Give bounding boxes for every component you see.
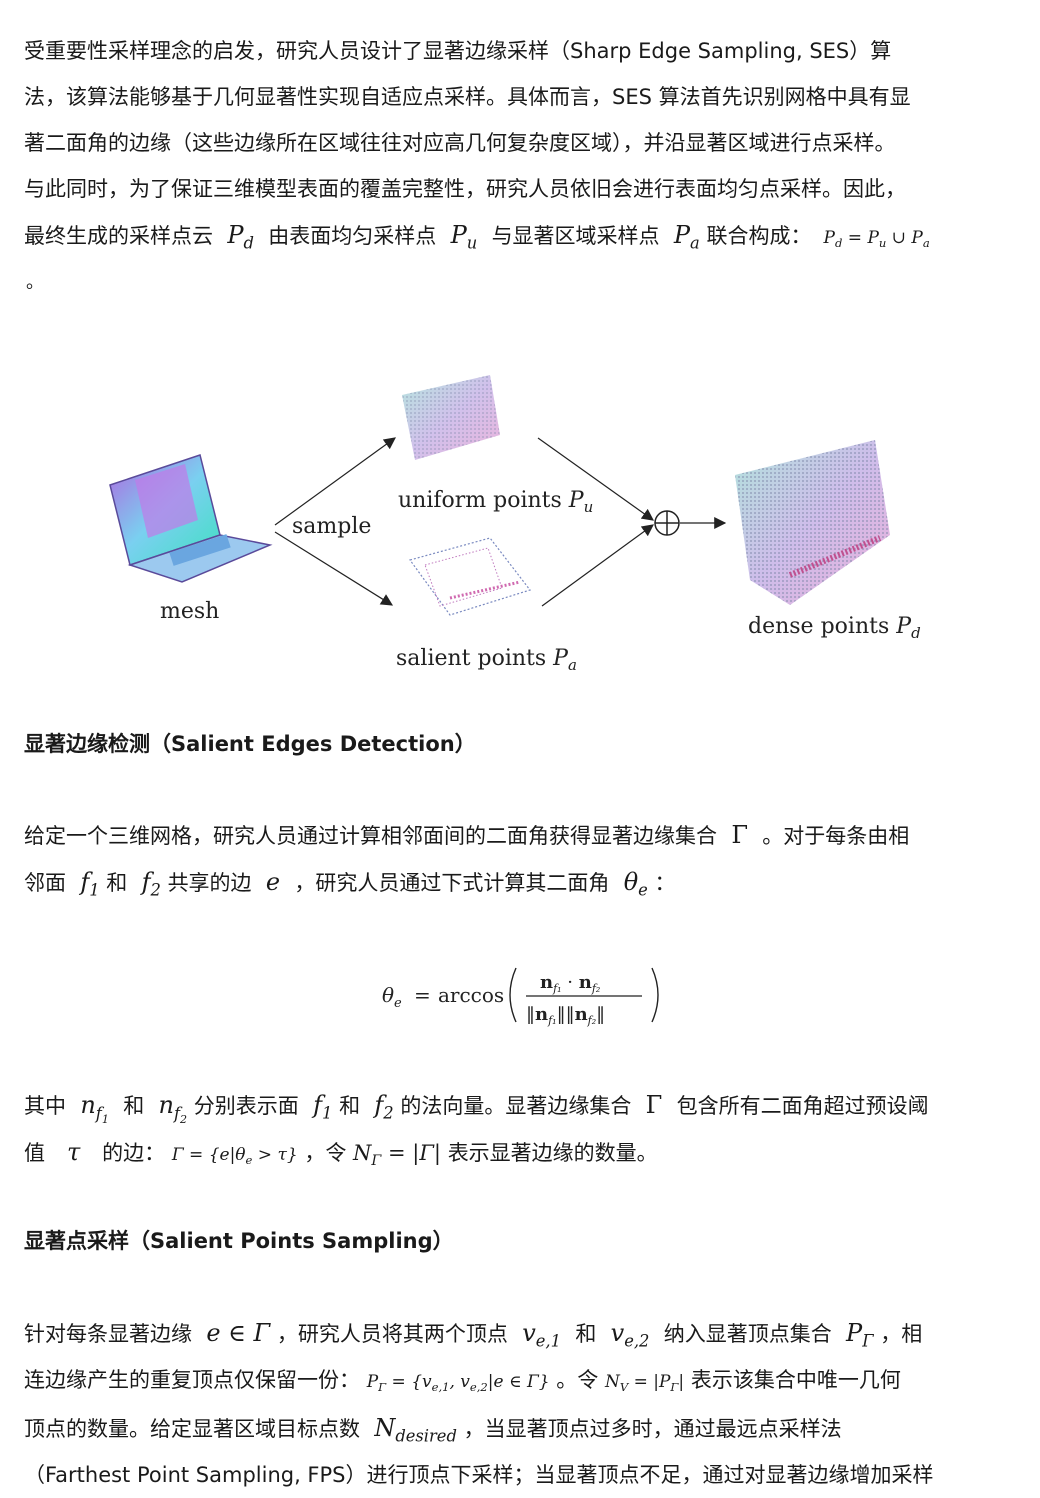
- normals-paragraph: 其中 nf1 和 nf2 分别表示面 f1 和 f2 的法向量。显著边缘集合 Γ…: [24, 1082, 1016, 1178]
- svg-text:‖nf₁‖‖nf₂‖: ‖nf₁‖‖nf₂‖: [526, 1004, 605, 1027]
- math-e: e: [258, 868, 288, 896]
- edges-paragraph: 给定一个三维网格，研究人员通过计算相邻面间的二面角获得显著边缘集合 Γ 。对于每…: [24, 812, 1016, 906]
- sampling-pipeline-figure: mesh sample uniform points Pu salient po…: [109, 375, 921, 674]
- intro-tail: 。: [26, 272, 44, 293]
- math-Pd: Pd: [219, 221, 254, 253]
- math-N-Gamma: NΓ = |Γ|: [353, 1141, 441, 1169]
- math-N-V: NV = |PΓ|: [604, 1372, 685, 1395]
- math-Gamma: Γ: [723, 821, 756, 849]
- math-Gamma-b: Γ: [638, 1091, 670, 1119]
- intro-line-1: 受重要性采样理念的启发，研究人员设计了显著边缘采样（Sharp Edge Sam…: [24, 39, 892, 63]
- math-Pa: Pa: [666, 221, 700, 253]
- points-line-1: 针对每条显著边缘 e ∈ Γ ，研究人员将其两个顶点 ve,1 和 ve,2 纳…: [24, 1319, 923, 1351]
- edges-line-1: 给定一个三维网格，研究人员通过计算相邻面间的二面角获得显著边缘集合 Γ 。对于每…: [24, 821, 910, 849]
- math-f1: f1: [72, 868, 100, 900]
- math-P-Gamma: PΓ: [838, 1319, 874, 1351]
- salient-points-icon: [409, 537, 532, 616]
- math-f1-b: f1: [305, 1091, 333, 1123]
- dihedral-angle-formula: θe = arccos nf₁ · nf₂ ‖nf₁‖‖nf₂‖: [382, 967, 659, 1027]
- intro-line-4: 与此同时，为了保证三维模型表面的覆盖完整性，研究人员依旧会进行表面均匀点采样。因…: [24, 177, 906, 201]
- math-Gamma-def: Γ = {e|θe > τ}: [171, 1145, 298, 1168]
- math-N-desired: Ndesired: [366, 1414, 457, 1446]
- normals-line-2: 值 τ 的边： Γ = {e|θe > τ} ，令 NΓ = |Γ| 表示显著边…: [24, 1138, 658, 1169]
- math-e-in-Gamma: e ∈ Γ: [198, 1319, 271, 1347]
- mesh-model-icon: [109, 454, 273, 583]
- math-union-formula: Pd = Pu ∪ Pa: [818, 228, 930, 251]
- math-v-e2: ve,2: [603, 1319, 650, 1351]
- intro-line-3: 著二面角的边缘（这些边缘所在区域往往对应高几何复杂度区域），并沿显著区域进行点采…: [24, 131, 896, 155]
- svg-text:θe: θe: [382, 983, 402, 1011]
- intro-paragraph: 受重要性采样理念的启发，研究人员设计了显著边缘采样（Sharp Edge Sam…: [24, 28, 1016, 261]
- svg-text:nf₁ · nf₂: nf₁ · nf₂: [540, 972, 600, 995]
- math-f2-b: f2: [366, 1091, 394, 1123]
- arrow-to-salient: [274, 531, 394, 606]
- math-n-f2: nf2: [150, 1091, 188, 1126]
- intro-line-5: 最终生成的采样点云 Pd 由表面均匀采样点 Pu 与显著区域采样点 Pa 联合构…: [24, 221, 930, 253]
- mesh-label: mesh: [160, 599, 219, 624]
- points-line-4: （Farthest Point Sampling, FPS）进行顶点下采样；当显…: [24, 1463, 934, 1487]
- salient-label: salient points Pa: [396, 646, 577, 674]
- arrow-salient-to-union: [541, 524, 654, 607]
- intro-line-2: 法，该算法能够基于几何显著性实现自适应点采样。具体而言，SES 算法首先识别网格…: [24, 85, 911, 109]
- math-theta-e: θe: [616, 868, 648, 900]
- math-v-e1: ve,1: [514, 1319, 561, 1351]
- points-paragraph: 针对每条显著边缘 e ∈ Γ ，研究人员将其两个顶点 ve,1 和 ve,2 纳…: [24, 1310, 1016, 1498]
- svg-text:=: =: [414, 983, 431, 1007]
- normals-line-1: 其中 nf1 和 nf2 分别表示面 f1 和 f2 的法向量。显著边缘集合 Γ…: [24, 1091, 929, 1126]
- section-heading-salient-points: 显著点采样（Salient Points Sampling）: [24, 1229, 454, 1253]
- union-operator-icon: [654, 510, 680, 536]
- points-line-2: 连边缘产生的重复顶点仅保留一份： PΓ = {ve,1, ve,2|e ∈ Γ}…: [24, 1368, 901, 1395]
- sample-label: sample: [292, 514, 371, 539]
- math-tau: τ: [51, 1138, 96, 1166]
- dense-label: dense points Pd: [748, 614, 921, 642]
- svg-text:arccos: arccos: [438, 983, 504, 1007]
- dense-points-icon: [735, 440, 890, 605]
- arrow-to-uniform: [274, 437, 396, 526]
- uniform-label: uniform points Pu: [398, 488, 593, 516]
- math-Pu: Pu: [442, 221, 478, 253]
- points-line-3: 顶点的数量。给定显著区域目标点数 Ndesired ，当显著顶点过多时，通过最远…: [24, 1414, 842, 1446]
- uniform-points-icon: [402, 375, 500, 460]
- math-P-Gamma-def: PΓ = {ve,1, ve,2|e ∈ Γ}: [366, 1372, 550, 1395]
- arrow-uniform-to-union: [537, 437, 654, 521]
- math-f2: f2: [133, 868, 161, 900]
- edges-line-2: 邻面 f1 和 f2 共享的边 e ，研究人员通过下式计算其二面角 θe ：: [24, 868, 676, 900]
- section-heading-salient-edges: 显著边缘检测（Salient Edges Detection）: [24, 732, 476, 756]
- math-n-f1: nf1: [72, 1091, 109, 1126]
